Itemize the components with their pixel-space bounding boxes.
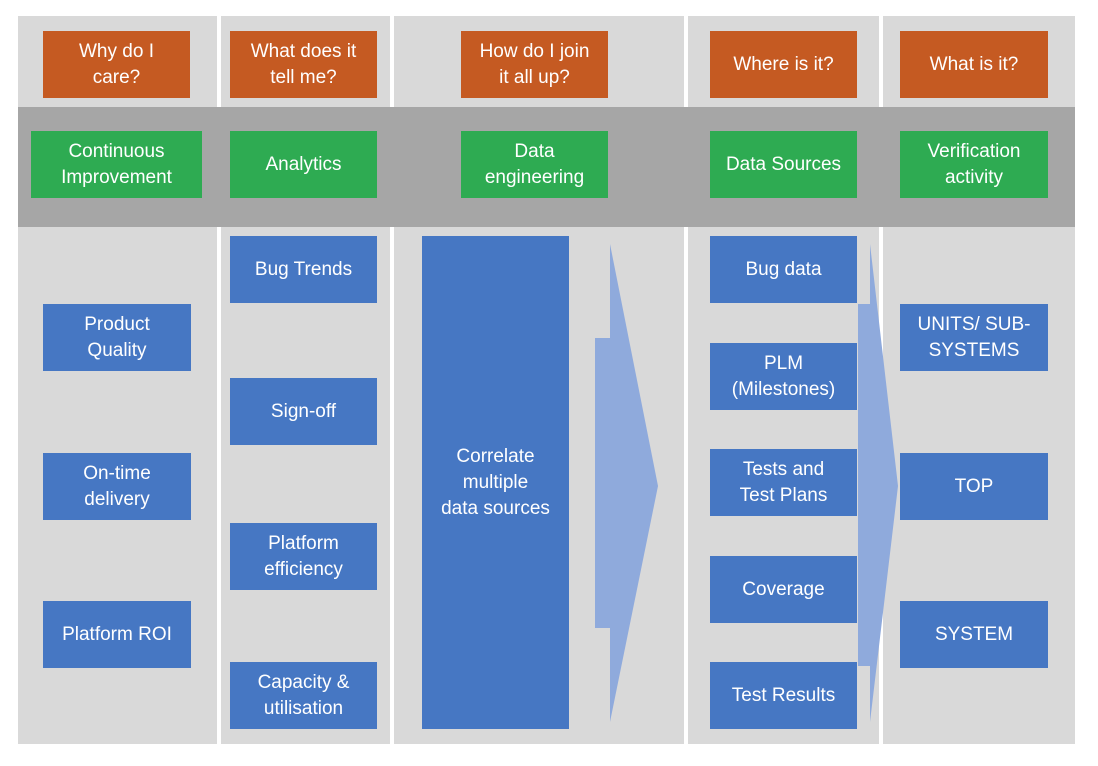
item-units-subsystems: UNITS/ SUB- SYSTEMS: [900, 304, 1048, 371]
item-bug-data: Bug data: [710, 236, 857, 303]
item-on-time-delivery: On-time delivery: [43, 453, 191, 520]
item-system: SYSTEM: [900, 601, 1048, 668]
item-plm-milestones: PLM (Milestones): [710, 343, 857, 410]
category-continuous-improvement: Continuous Improvement: [31, 131, 202, 198]
item-correlate-data-sources: Correlate multiple data sources: [422, 236, 569, 729]
flow-arrow-large: [595, 244, 658, 722]
category-verification-activity: Verification activity: [900, 131, 1048, 198]
category-analytics: Analytics: [230, 131, 377, 198]
item-product-quality: Product Quality: [43, 304, 191, 371]
question-where: Where is it?: [710, 31, 857, 98]
flow-arrow-small: [858, 244, 898, 722]
item-top: TOP: [900, 453, 1048, 520]
item-platform-efficiency: Platform efficiency: [230, 523, 377, 590]
item-capacity-utilisation: Capacity & utilisation: [230, 662, 377, 729]
item-sign-off: Sign-off: [230, 378, 377, 445]
question-why-care: Why do I care?: [43, 31, 190, 98]
question-what-tell: What does it tell me?: [230, 31, 377, 98]
category-data-engineering: Data engineering: [461, 131, 608, 198]
question-what-is: What is it?: [900, 31, 1048, 98]
item-bug-trends: Bug Trends: [230, 236, 377, 303]
item-tests-test-plans: Tests and Test Plans: [710, 449, 857, 516]
item-platform-roi: Platform ROI: [43, 601, 191, 668]
category-data-sources: Data Sources: [710, 131, 857, 198]
question-how-join: How do I join it all up?: [461, 31, 608, 98]
item-coverage: Coverage: [710, 556, 857, 623]
item-test-results: Test Results: [710, 662, 857, 729]
